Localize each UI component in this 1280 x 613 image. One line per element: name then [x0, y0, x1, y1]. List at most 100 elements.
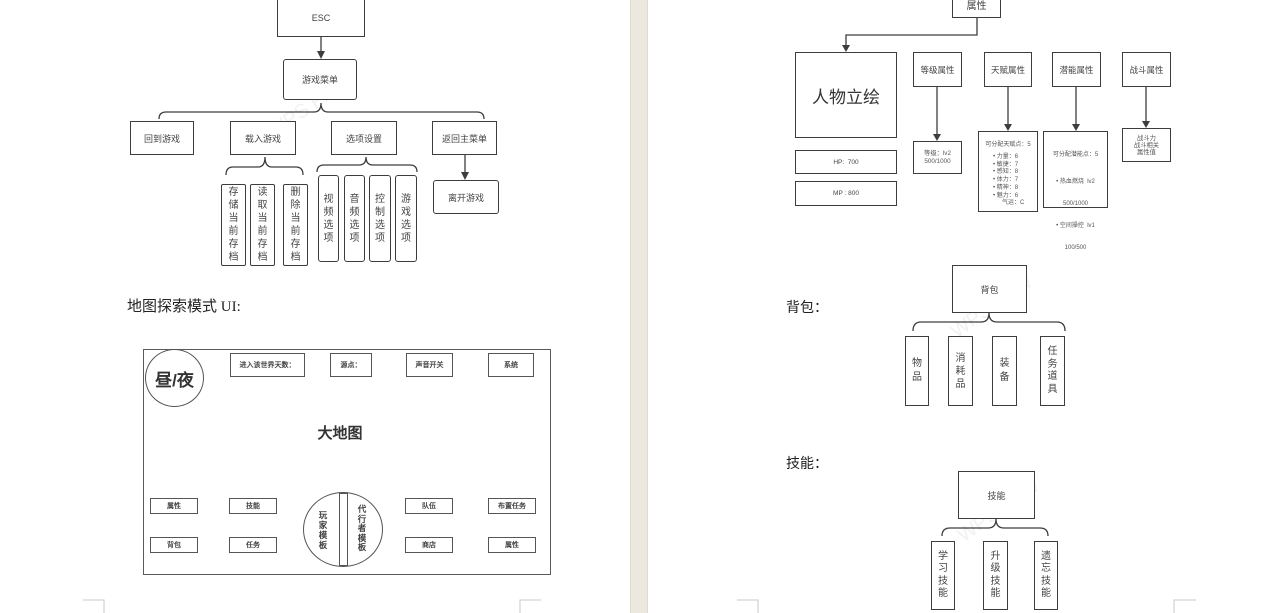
player-template-label: 玩家模板 — [318, 510, 328, 550]
arrowhead-icon — [933, 134, 941, 141]
talent-detail-node: 可分配天赋点：5 • 力量：6 • 敏捷：7 • 感知：8 • 体力：7 • 精… — [978, 131, 1038, 212]
audio-options-node: 音频选项 — [344, 175, 365, 262]
node-label: 技能 — [987, 490, 1006, 501]
node-label: ESC — [311, 12, 331, 23]
world-map-title: 大地图 — [317, 425, 363, 442]
page-corner-mark — [519, 599, 541, 613]
node-label: 音频选项 — [349, 193, 360, 244]
upgrade-skill-node: 升级技能 — [983, 541, 1008, 610]
quest-items-node: 任务道具 — [1040, 336, 1065, 406]
detail-line: • 魅力：6 — [993, 192, 1019, 199]
read-current-node: 读取当前存档 — [250, 184, 275, 266]
quests-button: 任务 — [229, 537, 277, 553]
node-label: 存储当前存档 — [228, 187, 239, 263]
leave-game-node: 离开游戏 — [433, 180, 499, 214]
agent-template-area: 代行者模板 — [352, 500, 372, 558]
brace-connector — [912, 312, 1066, 332]
node-label: 升级技能 — [990, 550, 1001, 600]
agent-template-label: 代行者模板 — [357, 504, 367, 553]
brace-connector — [225, 156, 304, 176]
arrowhead-icon — [842, 45, 850, 52]
detail-line: 500/1000 — [924, 157, 951, 165]
world-days-label: 进入该世界天数： — [239, 362, 296, 369]
options-node: 选项设置 — [331, 121, 397, 155]
mp-node: MP : 800 — [795, 181, 897, 206]
arrowhead-icon — [317, 51, 325, 59]
detail-line: • 体力：7 — [993, 177, 1019, 184]
detail-line: • 空间操控 lv1 — [1056, 223, 1095, 230]
detail-line: 战斗力 — [1137, 134, 1156, 142]
detail-line: • 敏捷：7 — [993, 161, 1019, 168]
node-label: 游戏选项 — [401, 193, 411, 244]
hp-value: HP: 700 — [833, 158, 859, 166]
world-days-field: 进入该世界天数： — [230, 353, 305, 377]
detail-line: 战斗相关 — [1133, 141, 1160, 149]
brace-connector — [158, 102, 485, 120]
source-points-field: 源点： — [330, 353, 372, 377]
node-label: 读取当前存档 — [257, 187, 268, 263]
node-label: 消耗品 — [955, 352, 966, 390]
equipment-node: 装备 — [992, 336, 1017, 406]
detail-line: 可分配潜能点：5 — [1052, 152, 1099, 158]
esc-node: ESC — [277, 0, 365, 37]
shop-button: 商店 — [405, 537, 453, 553]
bag-root-node: 背包 — [952, 265, 1027, 313]
attributes-root-node: 属性 — [952, 0, 1001, 18]
consumables-node: 消耗品 — [948, 336, 973, 406]
node-label: 游戏菜单 — [301, 75, 338, 85]
button-label: 布置任务 — [498, 503, 526, 510]
sound-toggle-button: 声音开关 — [406, 353, 453, 377]
potential-detail-node: 可分配潜能点：5 • 热血燃烧 lv2 500/1000 • 空间操控 lv1 … — [1043, 131, 1108, 251]
day-night-indicator: 昼/夜 — [145, 349, 204, 407]
node-label: 任务道具 — [1047, 346, 1058, 395]
brace-connector — [941, 518, 1049, 537]
system-button: 系统 — [488, 353, 534, 377]
mp-value: MP : 800 — [833, 190, 859, 197]
button-label: 属性 — [505, 542, 519, 549]
detail-line: 500/1000 — [1062, 201, 1089, 208]
node-label: 视频选项 — [323, 193, 334, 244]
button-label: 任务 — [246, 542, 260, 549]
bag-section-heading: 背包： — [786, 301, 828, 316]
attributes-button-2: 属性 — [488, 537, 536, 553]
node-label: 人物立绘 — [812, 87, 880, 107]
detail-line: • 感知：8 — [993, 169, 1019, 176]
level-detail-node: 等级：lv2 500/1000 — [913, 141, 962, 174]
delete-current-node: 删除当前存档 — [283, 184, 308, 266]
arrowhead-icon — [461, 172, 469, 180]
node-label: 天赋属性 — [990, 64, 1025, 75]
node-label: 离开游戏 — [447, 192, 484, 203]
detail-line: • 精神：8 — [993, 184, 1019, 191]
page-gutter — [630, 0, 648, 613]
forget-skill-node: 遗忘技能 — [1034, 541, 1058, 610]
player-template-area: 玩家模板 — [313, 505, 333, 555]
node-label: 删除当前存档 — [290, 187, 301, 263]
game-options-node: 游戏选项 — [395, 175, 417, 262]
node-label: 载入游戏 — [244, 133, 281, 144]
detail-line: 气运：C — [1002, 200, 1025, 207]
talent-stat-list: • 力量：6 • 敏捷：7 • 感知：8 • 体力：7 • 精神：8 • 魅力：… — [979, 154, 1037, 208]
detail-line: • 热血燃烧 lv2 — [1056, 178, 1095, 185]
detail-line: 可分配天赋点：5 — [985, 142, 1031, 148]
node-label: 等级属性 — [920, 64, 955, 75]
button-label: 属性 — [167, 503, 181, 510]
arrowhead-icon — [1142, 121, 1150, 128]
assign-quest-button: 布置任务 — [488, 498, 536, 514]
detail-line: 100/500 — [1064, 245, 1087, 252]
arrowhead-icon — [1072, 124, 1080, 131]
button-label: 队伍 — [422, 503, 436, 510]
combat-attributes-node: 战斗属性 — [1122, 52, 1171, 87]
day-night-label: 昼/夜 — [155, 370, 194, 390]
node-label: 装备 — [999, 358, 1010, 383]
potential-attributes-node: 潜能属性 — [1052, 52, 1101, 87]
control-options-node: 控制选项 — [369, 175, 391, 262]
team-button: 队伍 — [405, 498, 453, 514]
skills-button: 技能 — [229, 498, 277, 514]
node-label: 遗忘技能 — [1041, 550, 1051, 600]
page-corner-mark — [1173, 599, 1196, 613]
items-node: 物品 — [905, 336, 929, 406]
detail-line: 等级：lv2 — [924, 149, 951, 157]
combat-detail-node: 战斗力 战斗相关 属性值 — [1122, 128, 1171, 162]
node-label: 属性 — [966, 0, 987, 12]
